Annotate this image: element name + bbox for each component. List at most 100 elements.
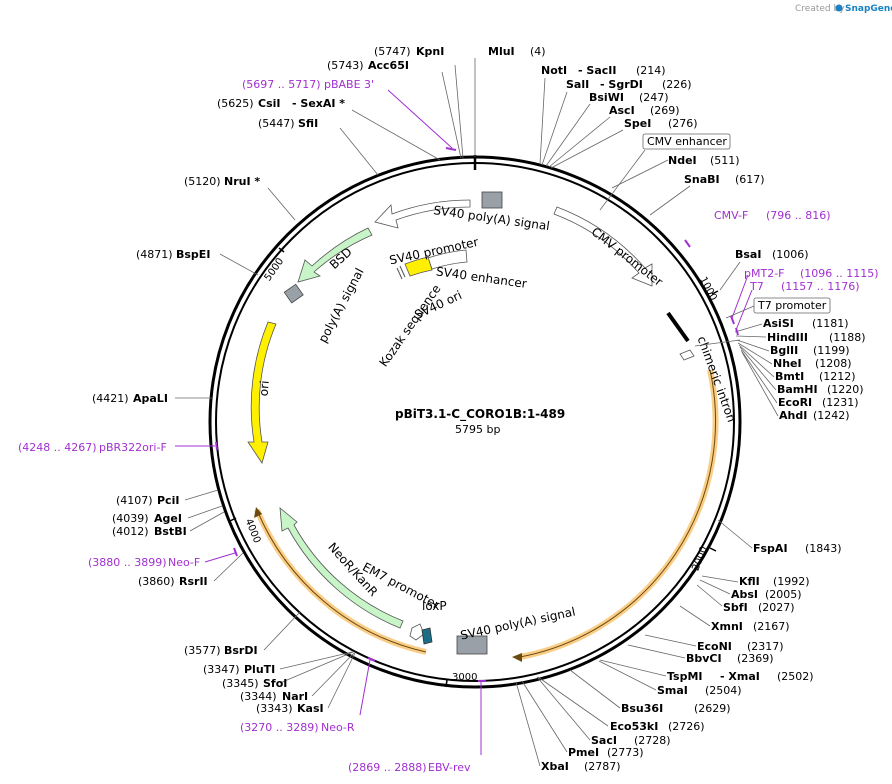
site-ecori-name[interactable]: EcoRI xyxy=(778,396,812,409)
polya-signal-box[interactable] xyxy=(283,283,304,304)
site-tspmi-name[interactable]: TspMI xyxy=(667,670,703,683)
sv40-polya-marker-bottom[interactable] xyxy=(456,635,488,655)
site-ndei-name[interactable]: NdeI xyxy=(668,154,697,167)
site-pmei-name[interactable]: PmeI xyxy=(568,746,599,759)
primer-neof-name[interactable]: Neo-F xyxy=(168,556,200,569)
sv40-ori-box[interactable] xyxy=(404,256,433,277)
site-bbvci-name[interactable]: BbvCI xyxy=(686,652,722,665)
leader-t7-promoter xyxy=(725,305,755,319)
em7-promoter-box[interactable] xyxy=(409,623,425,641)
bsd-arrow[interactable] xyxy=(297,227,373,283)
leader-agei xyxy=(187,505,223,519)
leader-bsiwi xyxy=(545,103,591,167)
site-eco53ki-name[interactable]: Eco53kI xyxy=(610,720,658,733)
primer-t7-name[interactable]: T7 xyxy=(749,280,764,293)
site-sbfi-pos: (2027) xyxy=(758,601,795,614)
site-asisi-name[interactable]: AsiSI xyxy=(763,317,794,330)
primer-neor-name[interactable]: Neo-R xyxy=(321,721,355,734)
ori-arrow[interactable] xyxy=(247,321,277,464)
site-bmti-name[interactable]: BmtI xyxy=(775,370,804,383)
chimeric-intron-bar[interactable] xyxy=(666,311,690,343)
primer-mark-pmt2f[interactable] xyxy=(730,315,735,325)
site-rsrii-name[interactable]: RsrII xyxy=(179,575,208,588)
site-nhei-name[interactable]: NheI xyxy=(773,357,802,370)
site-kasi-name[interactable]: KasI xyxy=(297,702,324,715)
site-fspai-name[interactable]: FspAI xyxy=(753,542,788,555)
site-ahdi-name[interactable]: AhdI xyxy=(779,409,807,422)
feature-label-ori: ori xyxy=(256,380,271,397)
leader-nari xyxy=(311,652,355,697)
sv40-polya-marker-top[interactable] xyxy=(481,191,503,209)
site-bsu36i-name[interactable]: Bsu36I xyxy=(621,702,663,715)
site-asci-name[interactable]: AscI xyxy=(609,104,635,117)
cmv-enhancer-label-box[interactable] xyxy=(642,133,731,150)
primer-mark-t7[interactable] xyxy=(735,327,739,336)
primer-mark-pbabe3[interactable] xyxy=(445,147,457,151)
sv40-promoter-arrow[interactable] xyxy=(374,199,471,229)
sv40-enhancer-box[interactable] xyxy=(427,249,468,270)
site-snabi-name[interactable]: SnaBI xyxy=(684,173,720,186)
site-sfii-name[interactable]: SfiI xyxy=(298,117,318,130)
chimeric-intron-small[interactable] xyxy=(679,349,695,361)
cmv-promoter-arrow[interactable] xyxy=(553,206,653,287)
site-kpni-name[interactable]: KpnI xyxy=(416,45,444,58)
site-xmni-pos: (2167) xyxy=(753,620,790,633)
t7-promoter-label-box[interactable] xyxy=(753,297,831,314)
site-saci-name[interactable]: SacI xyxy=(591,734,617,747)
site-bstbi-name[interactable]: BstBI xyxy=(154,525,187,538)
site-csii-name[interactable]: CsiI xyxy=(258,97,280,110)
primer-mark-neor[interactable] xyxy=(367,657,376,662)
site-bmti-pos: (1212) xyxy=(819,370,856,383)
neor-kanr-arrow[interactable] xyxy=(279,507,404,629)
site-acc65i-name[interactable]: Acc65I xyxy=(368,59,409,72)
site-noti-name[interactable]: NotI xyxy=(541,64,567,77)
primer-pbr322-name[interactable]: pBR322ori-F xyxy=(99,441,167,454)
site-xmni-name[interactable]: XmnI xyxy=(711,620,743,633)
site-mlui-name[interactable]: MluI xyxy=(488,45,515,58)
site-nari-name[interactable]: NarI xyxy=(282,690,308,703)
primer-ebvrev-name[interactable]: EBV-rev xyxy=(428,761,471,774)
site-sbfi-name[interactable]: SbfI xyxy=(723,601,748,614)
site-xmai-name[interactable]: - XmaI xyxy=(720,670,760,683)
site-sexai-name[interactable]: - SexAI * xyxy=(292,97,345,110)
primer-cmvf-name[interactable]: CMV-F xyxy=(714,209,748,222)
neo-orf-line xyxy=(256,509,427,653)
site-kfli-name[interactable]: KflI xyxy=(739,575,760,588)
primer-mark-neof[interactable] xyxy=(233,547,238,557)
site-smai-name[interactable]: SmaI xyxy=(657,684,688,697)
leader-bstbi xyxy=(189,511,225,532)
site-kfli-pos: (1992) xyxy=(773,575,810,588)
site-bsrdi-name[interactable]: BsrDI xyxy=(224,644,258,657)
primer-mark-pbr322[interactable] xyxy=(215,441,218,451)
site-sacii-name[interactable]: - SacII xyxy=(578,64,616,77)
site-agei-name[interactable]: AgeI xyxy=(154,512,182,525)
site-bglii-name[interactable]: BglII xyxy=(770,344,798,357)
site-sali-name[interactable]: SalI xyxy=(566,78,589,91)
site-pluti-name[interactable]: PluTI xyxy=(244,663,275,676)
site-smai-pos: (2504) xyxy=(705,684,742,697)
site-sfoi-name[interactable]: SfoI xyxy=(263,677,287,690)
site-bspei-name[interactable]: BspEI xyxy=(176,248,210,261)
loxp-box[interactable] xyxy=(421,627,433,645)
site-nrui-name[interactable]: NruI * xyxy=(224,175,260,188)
site-xbai-name[interactable]: XbaI xyxy=(541,760,569,773)
feature-label-loxp: loxP xyxy=(422,599,447,613)
primer-pmt2f-name[interactable]: pMT2-F xyxy=(744,267,785,280)
site-pcii-name[interactable]: PciI xyxy=(157,494,179,507)
site-apali-name[interactable]: ApaLI xyxy=(133,392,168,405)
leader-lines xyxy=(175,58,779,767)
site-spei-name[interactable]: SpeI xyxy=(624,117,651,130)
site-econi-name[interactable]: EcoNI xyxy=(697,640,732,653)
site-bsiwi-name[interactable]: BsiWI xyxy=(589,91,624,104)
site-bsai-name[interactable]: BsaI xyxy=(735,248,761,261)
leader-kasi xyxy=(327,652,356,709)
kozak-mark xyxy=(396,267,403,280)
site-absi-name[interactable]: AbsI xyxy=(731,588,758,601)
primer-mark-cmvf[interactable] xyxy=(684,239,691,248)
t7-promoter-label: T7 promoter xyxy=(757,299,827,312)
site-bamhi-name[interactable]: BamHI xyxy=(777,383,818,396)
site-sgrdi-name[interactable]: - SgrDI xyxy=(600,78,643,91)
site-kasi-pos: (3343) xyxy=(256,702,293,715)
primer-pbabe3-name[interactable]: pBABE 3' xyxy=(324,78,374,91)
site-hindiii-name[interactable]: HindIII xyxy=(767,331,808,344)
